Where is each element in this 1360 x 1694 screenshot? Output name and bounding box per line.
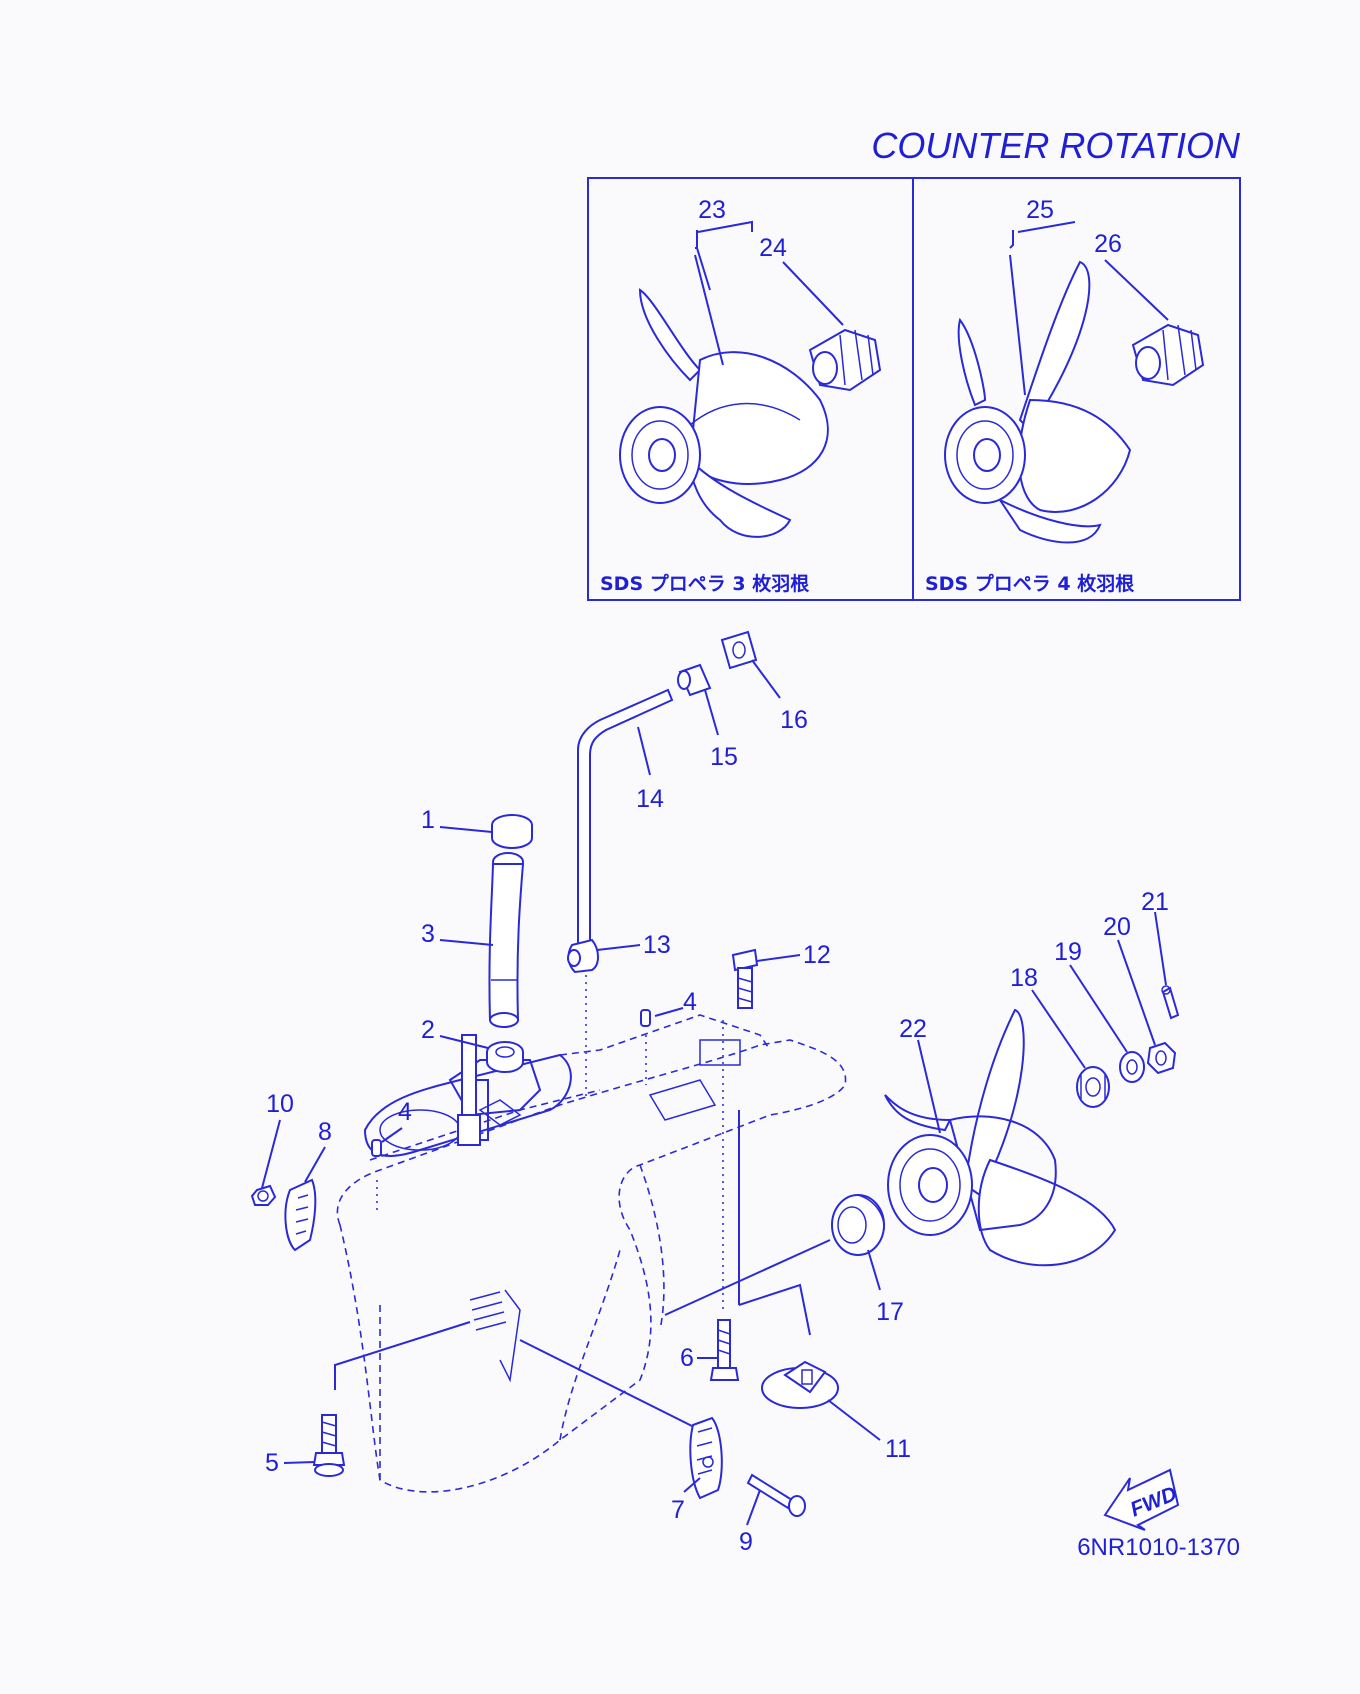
part-7-anode-plate <box>689 1416 723 1500</box>
housing-inlet-slots <box>469 1289 521 1383</box>
callout-24: 24 <box>759 234 787 262</box>
part-14-pipe <box>577 688 674 951</box>
callout-13: 13 <box>643 931 671 959</box>
callout-8: 8 <box>318 1118 332 1146</box>
lower-case-housing <box>336 1014 847 1493</box>
part-6-bolt <box>709 1319 740 1381</box>
callout-4-upper: 4 <box>683 988 697 1016</box>
propeller-inset <box>587 177 1241 601</box>
diagram-code: 6NR1010-1370 <box>1077 1534 1240 1561</box>
part-5-bolt <box>312 1414 346 1477</box>
callout-1: 1 <box>421 806 435 834</box>
diagram-title: COUNTER ROTATION <box>871 125 1241 166</box>
inset-right-caption: SDS プロペラ 4 枚羽根 <box>925 572 1134 595</box>
callout-10: 10 <box>266 1090 294 1118</box>
callout-23: 23 <box>698 196 726 224</box>
callout-12: 12 <box>803 941 831 969</box>
callout-5: 5 <box>265 1449 279 1477</box>
part-10-nut <box>250 1184 277 1206</box>
assembly-lines <box>334 975 831 1431</box>
inset-left-caption: SDS プロペラ 3 枚羽根 <box>600 572 809 595</box>
fwd-arrow-icon: FWD <box>1103 1468 1180 1531</box>
part-20-nut <box>1146 1041 1177 1075</box>
callout-26: 26 <box>1094 230 1122 258</box>
part-15-sleeve <box>677 663 712 697</box>
part-11-anode <box>761 1360 839 1409</box>
callout-9: 9 <box>739 1528 753 1556</box>
part-9-screw <box>746 1473 806 1517</box>
callout-11: 11 <box>885 1435 911 1463</box>
part-17-thrust-washer <box>831 1194 885 1256</box>
callout-6: 6 <box>680 1344 694 1372</box>
callout-22: 22 <box>899 1015 927 1043</box>
part-18-spacer <box>1076 1066 1110 1108</box>
part-19-washer <box>1119 1051 1145 1083</box>
callout-19: 19 <box>1054 938 1082 966</box>
part-21-cotter-pin <box>1161 985 1180 1020</box>
part-16-grommet <box>720 630 758 670</box>
inset-nut-24 <box>808 328 882 392</box>
callout-25: 25 <box>1026 196 1054 224</box>
callout-4-lower: 4 <box>398 1098 412 1126</box>
callout-14: 14 <box>636 785 664 813</box>
inset-propeller-3-blade <box>619 288 829 538</box>
callout-7: 7 <box>671 1496 685 1524</box>
callout-16: 16 <box>780 706 808 734</box>
callout-15: 15 <box>710 743 738 771</box>
callout-17: 17 <box>876 1298 904 1326</box>
callout-21: 21 <box>1141 888 1169 916</box>
part-1-grommet <box>491 814 533 849</box>
inset-left-leaders <box>694 220 844 366</box>
inset-right-leaders <box>1009 221 1169 396</box>
part-3-water-tube <box>488 852 525 1028</box>
part-12-bolt <box>731 948 759 1009</box>
part-2-seal <box>486 1041 524 1073</box>
part-13-joint <box>567 938 599 974</box>
callout-2: 2 <box>421 1016 435 1044</box>
callout-18: 18 <box>1010 964 1038 992</box>
leader-lines <box>261 659 1167 1526</box>
part-8-trim-tab <box>284 1178 317 1252</box>
part-4-dowel-pin-upper <box>640 1009 651 1027</box>
inset-nut-26 <box>1131 323 1205 387</box>
callout-20: 20 <box>1103 913 1131 941</box>
part-22-propeller <box>884 1008 1117 1267</box>
inset-propeller-4-blade <box>944 260 1132 544</box>
callout-3: 3 <box>421 920 435 948</box>
part-4-dowel-pin-lower <box>371 1139 382 1157</box>
